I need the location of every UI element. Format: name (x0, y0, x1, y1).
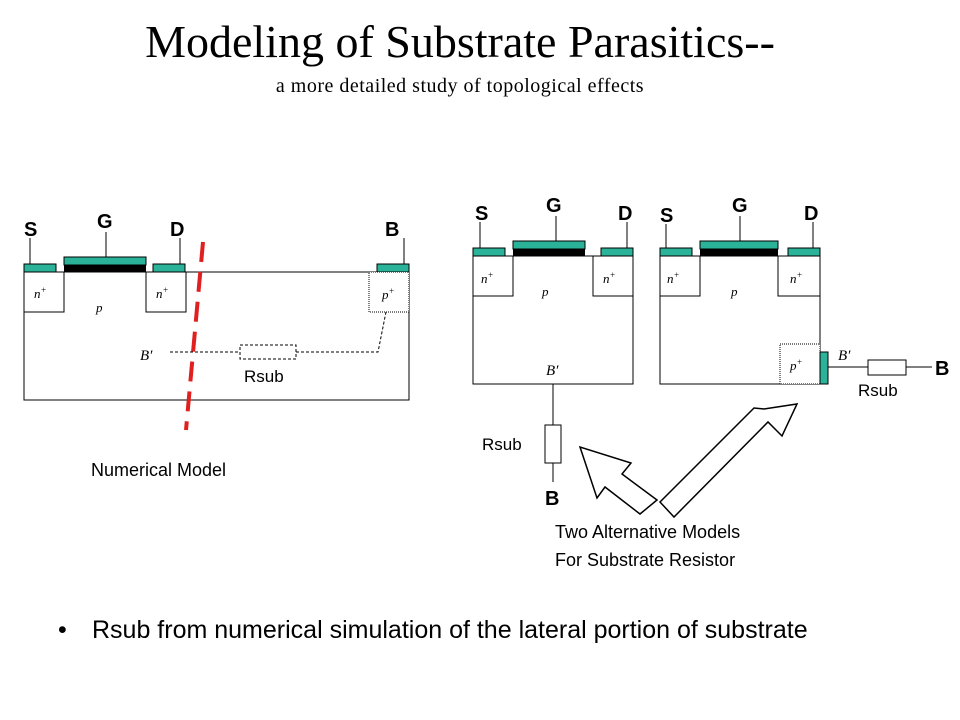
body-label: B (935, 358, 949, 380)
numerical-model-caption: Numerical Model (91, 460, 226, 480)
n-plus-label: n+ (156, 285, 169, 301)
body-label: B (545, 488, 559, 510)
gate-oxide (700, 249, 778, 256)
body-p-plus-region (779, 343, 821, 385)
drain-contact (600, 247, 634, 257)
rsub-label: Rsub (482, 435, 522, 454)
page-title: Modeling of Substrate Parasitics-- (145, 16, 775, 67)
source-contact (472, 247, 506, 257)
b-prime-node-label: B′ (838, 348, 851, 364)
drain-label: D (618, 203, 632, 225)
drain-contact (787, 247, 821, 257)
gate-electrode (63, 256, 147, 266)
arrow-to-vertical-model (578, 445, 659, 515)
p-substrate-label: p (95, 300, 103, 315)
b-prime-node-label: B′ (140, 348, 153, 364)
gate-oxide (513, 249, 585, 256)
substrate-path-right (296, 311, 387, 353)
source-n-plus-region (472, 255, 514, 297)
p-plus-label: p+ (789, 357, 803, 373)
page-subtitle: a more detailed study of topological eff… (275, 75, 645, 97)
alternatives-caption-line1: Two Alternative Models (555, 522, 740, 542)
rsub-resistor (867, 359, 907, 376)
source-n-plus-region (23, 271, 65, 313)
source-contact (659, 247, 693, 257)
rsub-resistor (544, 424, 562, 464)
n-plus-label: n+ (667, 270, 680, 286)
gate-electrode (699, 240, 779, 250)
p-plus-label: p+ (381, 286, 395, 302)
p-substrate-label: p (541, 284, 549, 299)
n-plus-label: n+ (481, 270, 494, 286)
gate-label: G (732, 195, 748, 217)
alternatives-caption-line2: For Substrate Resistor (555, 550, 735, 570)
source-n-plus-region (659, 255, 701, 297)
gate-oxide (64, 265, 146, 272)
bullet-text: Rsub from numerical simulation of the la… (92, 616, 808, 644)
n-plus-label: n+ (790, 270, 803, 286)
source-label: S (24, 219, 37, 241)
drain-n-plus-region (145, 271, 187, 313)
p-substrate-label: p (730, 284, 738, 299)
drain-label: D (804, 203, 818, 225)
rsub-label: Rsub (244, 367, 284, 386)
substrate-body (23, 271, 410, 401)
n-plus-label: n+ (603, 270, 616, 286)
arrow-to-lateral-model (658, 403, 799, 519)
gate-electrode (512, 240, 586, 250)
body-label: B (385, 219, 399, 241)
source-label: S (475, 203, 488, 225)
drain-n-plus-region (777, 255, 821, 297)
gate-label: G (97, 211, 113, 233)
drain-n-plus-region (592, 255, 634, 297)
body-p-plus-region (368, 271, 410, 313)
body-contact (376, 263, 410, 273)
drain-contact (152, 263, 186, 273)
bullet-marker: • (58, 616, 67, 644)
b-prime-node-label: B′ (546, 363, 559, 379)
bullet-item: • Rsub from numerical simulation of the … (58, 612, 918, 648)
numerical-model-device: S G D B n+ n+ p+ p B′ Rsub Numerical Mod… (23, 211, 410, 480)
source-contact (23, 263, 57, 273)
alternative-model-vertical: S G D n+ n+ p B′ Rsub B (472, 195, 634, 510)
body-contact (819, 351, 829, 385)
drain-label: D (170, 219, 184, 241)
gate-label: G (546, 195, 562, 217)
alternative-model-lateral: S G D n+ n+ p p+ B′ B Rsub (659, 195, 949, 400)
cut-line (184, 241, 205, 431)
rsub-label: Rsub (858, 381, 898, 400)
source-label: S (660, 205, 673, 227)
n-plus-label: n+ (34, 285, 47, 301)
